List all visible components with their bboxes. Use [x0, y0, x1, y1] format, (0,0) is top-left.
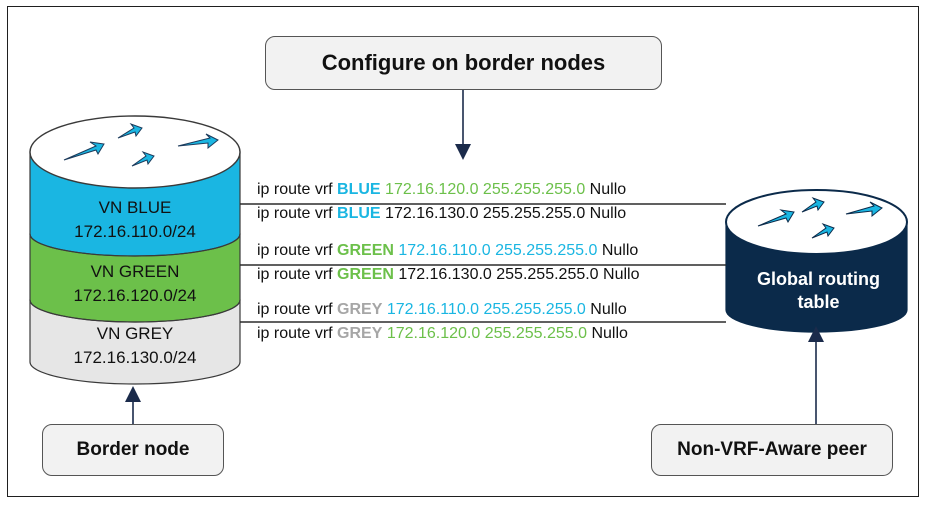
- route-line: ip route vrf BLUE 172.16.130.0 255.255.2…: [257, 204, 626, 224]
- route-vrf: GREY: [337, 325, 383, 342]
- route-vrf: BLUE: [337, 181, 381, 198]
- route-network: 172.16.110.0 255.255.255.0: [398, 242, 598, 259]
- route-prefix: ip route vrf: [257, 325, 338, 342]
- diagram-frame: [7, 6, 919, 497]
- route-next-hop: Nullo: [597, 242, 639, 259]
- border-node-callout: Border node: [42, 424, 224, 476]
- router-icon: [63, 122, 219, 167]
- band-label-grey: VN GREY 172.16.130.0/24: [30, 322, 240, 370]
- configure-callout: Configure on border nodes: [265, 36, 662, 90]
- route-next-hop: Nullo: [585, 205, 627, 222]
- route-vrf: GREEN: [337, 242, 394, 259]
- vn-subnet: 172.16.130.0/24: [73, 348, 197, 367]
- route-network: 172.16.130.0 255.255.255.0: [398, 266, 599, 283]
- route-vrf: GREEN: [337, 266, 394, 283]
- route-network: 172.16.120.0 255.255.255.0: [385, 181, 586, 198]
- band-grey: [29, 299, 241, 385]
- vn-name: VN BLUE: [98, 198, 172, 217]
- border-node-cylinder: [29, 115, 241, 385]
- route-next-hop: Nullo: [585, 301, 627, 318]
- route-network: 172.16.120.0 255.255.255.0: [386, 325, 588, 342]
- vn-subnet: 172.16.110.0/24: [74, 222, 196, 241]
- band-label-blue: VN BLUE 172.16.110.0/24: [30, 196, 240, 244]
- connection-lines: [240, 203, 726, 323]
- vn-name: VN GREEN: [90, 262, 180, 281]
- global-routing-label-line1: Global routing: [757, 269, 880, 289]
- route-prefix: ip route vrf: [257, 242, 338, 259]
- global-routing-label-line2: table: [797, 292, 840, 312]
- peer-callout: Non-VRF-Aware peer: [651, 424, 893, 476]
- route-prefix: ip route vrf: [257, 266, 338, 283]
- route-line: ip route vrf GREY 172.16.120.0 255.255.2…: [257, 324, 628, 344]
- route-next-hop: Nullo: [587, 325, 628, 342]
- band-label-green: VN GREEN 172.16.120.0/24: [30, 260, 240, 308]
- vn-subnet: 172.16.120.0/24: [73, 286, 197, 305]
- route-line: ip route vrf GREY 172.16.110.0 255.255.2…: [257, 300, 627, 320]
- route-network: 172.16.110.0 255.255.255.0: [386, 301, 586, 318]
- route-next-hop: Nullo: [585, 181, 627, 198]
- route-line: ip route vrf BLUE 172.16.120.0 255.255.2…: [257, 180, 626, 200]
- vn-name: VN GREY: [96, 324, 174, 343]
- route-next-hop: Nullo: [598, 266, 640, 283]
- route-prefix: ip route vrf: [257, 301, 338, 318]
- route-line: ip route vrf GREEN 172.16.110.0 255.255.…: [257, 241, 638, 261]
- route-vrf: BLUE: [337, 205, 381, 222]
- route-prefix: ip route vrf: [257, 181, 338, 198]
- cylinder-top: [29, 115, 241, 189]
- router-icon: [757, 196, 883, 239]
- route-vrf: GREY: [337, 301, 383, 318]
- global-routing-label: Global routing table: [730, 268, 907, 314]
- route-prefix: ip route vrf: [257, 205, 338, 222]
- global-cylinder-top: [725, 189, 908, 255]
- route-line: ip route vrf GREEN 172.16.130.0 255.255.…: [257, 265, 639, 285]
- route-network: 172.16.130.0 255.255.255.0: [385, 205, 586, 222]
